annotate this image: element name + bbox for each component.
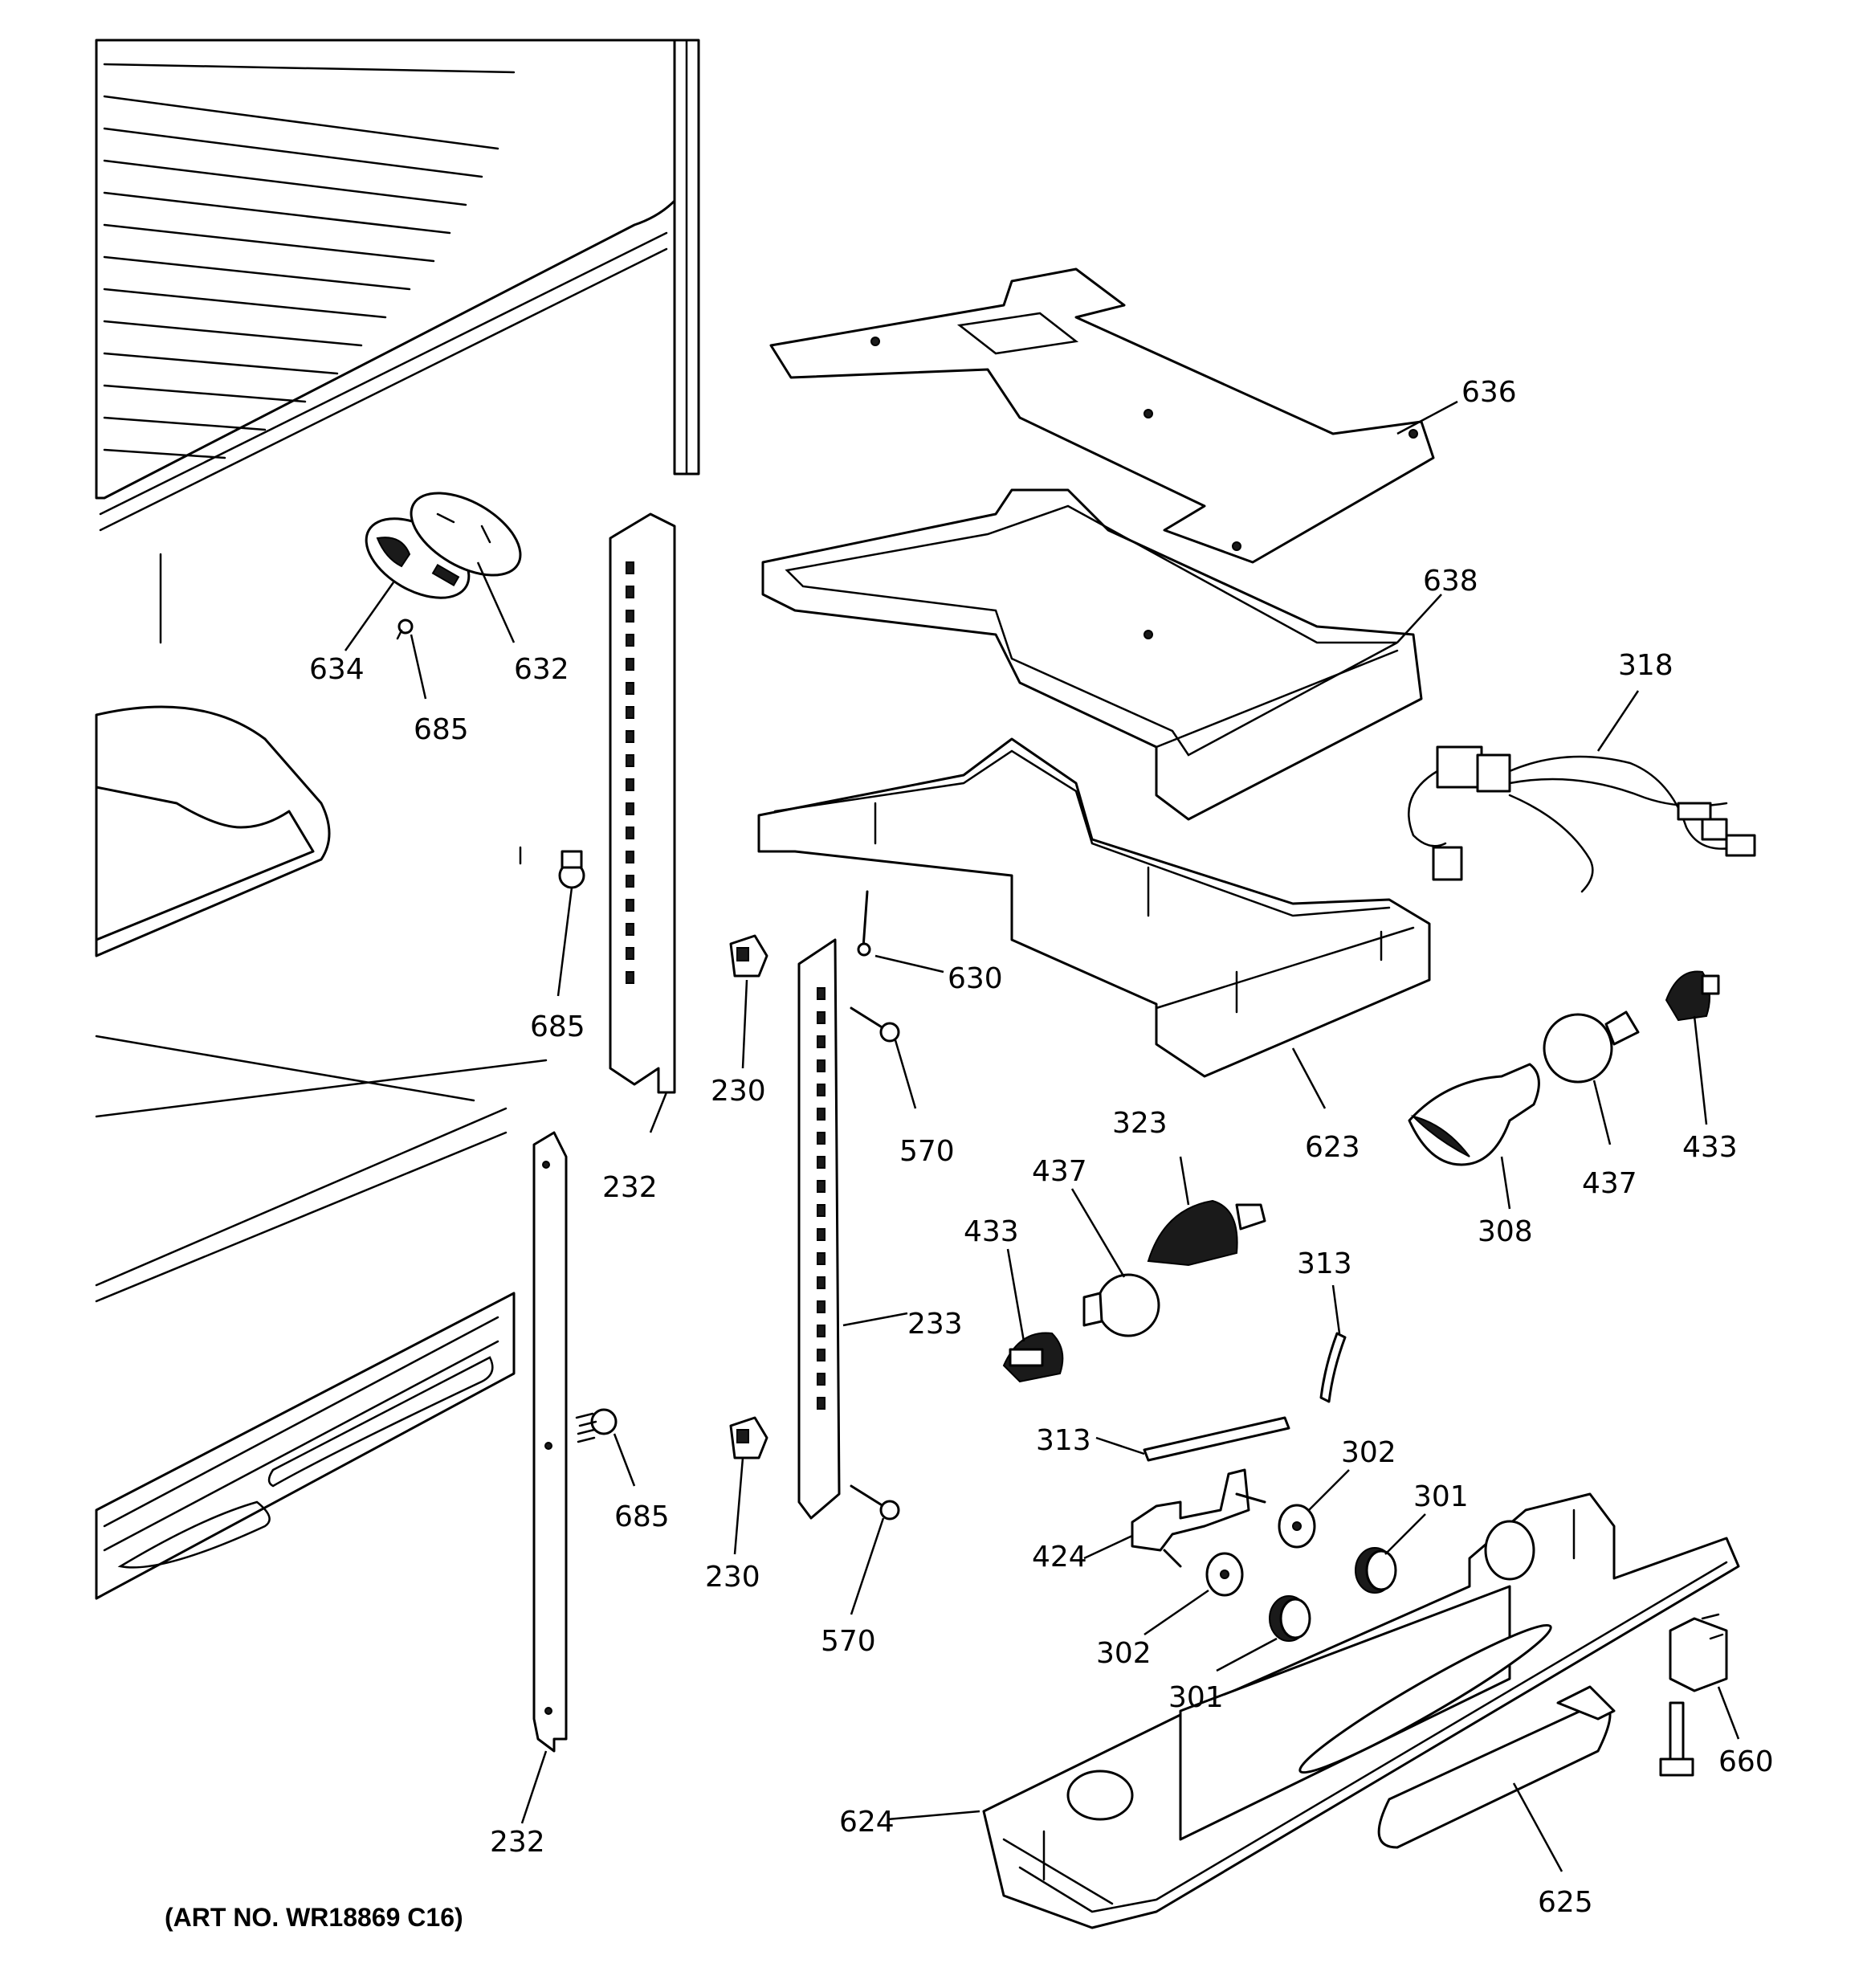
part-bolt (1659, 1701, 1694, 1777)
callout-232-upper: 232 (602, 1171, 658, 1204)
part-313-rod-straight (1143, 1416, 1290, 1462)
callout-313-upper: 313 (1297, 1247, 1352, 1280)
part-313-rod-curved (1319, 1332, 1347, 1403)
callout-233: 233 (907, 1308, 963, 1341)
callout-685-mid: 685 (530, 1010, 585, 1043)
callout-318: 318 (1618, 649, 1673, 682)
part-433-socket-left (1002, 1332, 1064, 1383)
callout-433-right: 433 (1682, 1131, 1738, 1164)
callout-634: 634 (309, 653, 365, 686)
callout-624: 624 (839, 1806, 895, 1839)
part-232-rail-upper (609, 512, 676, 1094)
part-630-screw (857, 890, 871, 957)
part-302-washer-upper (1278, 1504, 1316, 1549)
part-433-socket-right (1665, 970, 1720, 1022)
callout-570-upper: 570 (899, 1135, 955, 1168)
callout-313-lower: 313 (1036, 1424, 1091, 1457)
callout-302-lower: 302 (1096, 1637, 1152, 1670)
callout-424: 424 (1032, 1541, 1087, 1574)
part-685-screw-b (519, 846, 585, 889)
part-301-knob-lower (1269, 1595, 1311, 1642)
part-230-clip-lower (729, 1416, 768, 1459)
callout-632: 632 (514, 653, 569, 686)
callout-685-bottom: 685 (614, 1500, 670, 1533)
callout-230-upper: 230 (711, 1075, 766, 1108)
callout-685-top: 685 (414, 713, 469, 746)
callout-630: 630 (948, 962, 1003, 995)
part-437-bulb-right (1543, 1010, 1640, 1084)
part-570-screw-upper (850, 1006, 900, 1043)
callout-230-lower: 230 (705, 1561, 760, 1594)
callout-301-upper: 301 (1413, 1480, 1469, 1513)
part-624-control-housing (982, 1492, 1740, 1929)
cabinet-interior (95, 39, 700, 1600)
part-623-housing (757, 737, 1431, 1078)
callout-leaders (344, 400, 1740, 1872)
callout-232-lower: 232 (490, 1826, 545, 1859)
callout-323: 323 (1112, 1107, 1168, 1140)
part-230-clip-upper (729, 934, 768, 978)
art-number-caption: (ART NO. WR18869 C16) (165, 1903, 463, 1932)
callout-437-left: 437 (1032, 1155, 1087, 1188)
callout-labels: 636 638 318 634 632 685 685 630 230 232 … (309, 376, 1774, 1919)
callout-623: 623 (1305, 1131, 1360, 1164)
callout-433-left: 433 (964, 1215, 1019, 1248)
callout-570-lower: 570 (821, 1625, 876, 1658)
part-424-switch (1131, 1468, 1266, 1568)
part-323-socket-cover (1147, 1199, 1266, 1267)
part-308-socket-housing (1408, 1063, 1540, 1166)
part-638-insulation (761, 488, 1423, 821)
part-660-relay (1669, 1613, 1728, 1692)
part-570-screw-lower (850, 1484, 900, 1521)
part-302-washer-lower (1205, 1552, 1244, 1597)
part-685-screw-a (396, 618, 414, 640)
part-301-knob-upper (1355, 1547, 1397, 1594)
part-632-light-shield (410, 492, 522, 577)
callout-301-lower: 301 (1168, 1681, 1224, 1714)
callout-437-right: 437 (1582, 1167, 1637, 1200)
callout-625: 625 (1538, 1886, 1593, 1919)
callout-308: 308 (1478, 1215, 1533, 1248)
callout-302-upper: 302 (1341, 1436, 1396, 1469)
callout-636: 636 (1461, 376, 1517, 409)
part-233-rail (797, 938, 841, 1520)
part-636-cover (769, 267, 1435, 564)
part-625-lens (1377, 1685, 1616, 1849)
part-437-bulb-left (1082, 1273, 1160, 1337)
part-232-rail-lower (532, 1131, 568, 1753)
part-318-wire-harness (1408, 745, 1756, 893)
callout-660: 660 (1718, 1745, 1774, 1778)
callout-638: 638 (1423, 565, 1478, 598)
part-685-screw-c (575, 1408, 618, 1443)
